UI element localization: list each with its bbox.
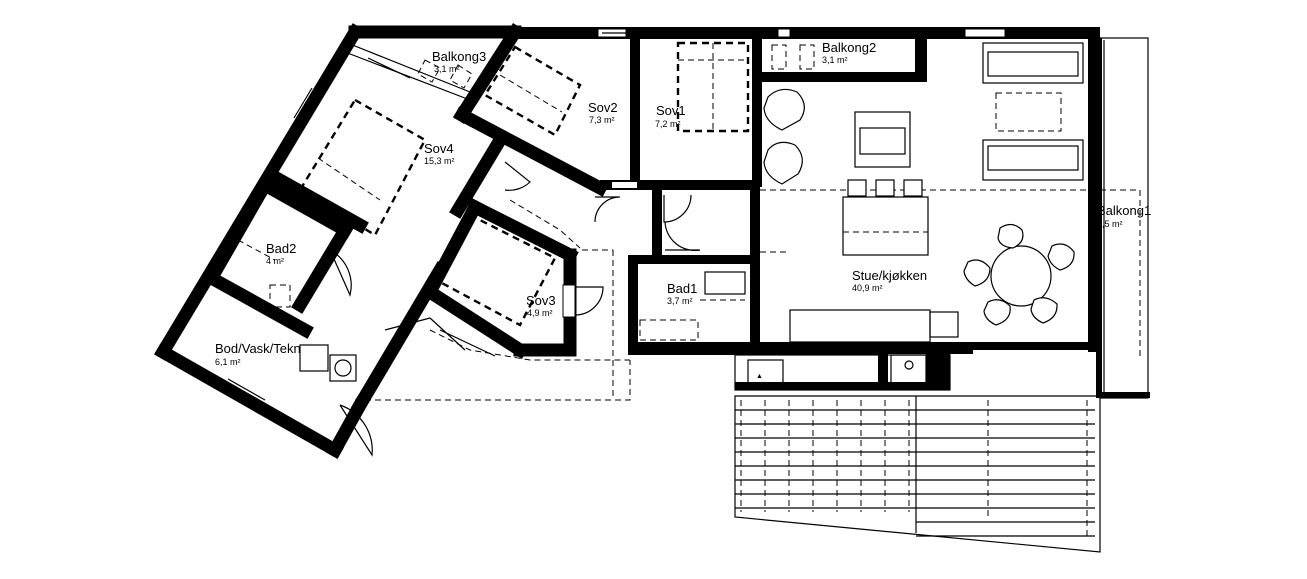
svg-text:▲: ▲ [756, 373, 763, 380]
room-label-bod: Bod/Vask/Tekn 6,1 m² [215, 341, 301, 367]
room-area: 3,1 m² [434, 64, 460, 74]
room-label-sov1: Sov1 7,2 m² [655, 103, 686, 129]
room-area: 3,7 m² [667, 296, 693, 306]
room-label-sov4: Sov4 15,3 m² [424, 141, 455, 166]
balcony-1-frame [1096, 37, 1150, 399]
room-label-bad1: Bad1 3,7 m² [667, 281, 697, 306]
room-label-stue: Stue/kjøkken 40,9 m² [852, 268, 927, 293]
room-label-bad2: Bad2 4 m² [266, 241, 296, 266]
room-label-balkong2: Balkong2 3,1 m² [822, 40, 876, 65]
room-area: 15,3 m² [424, 156, 455, 166]
room-label-sov2: Sov2 7,3 m² [588, 100, 618, 125]
walls: ▲ [515, 27, 1100, 391]
windows [224, 32, 626, 407]
room-name: Balkong3 [432, 49, 486, 64]
furniture [237, 41, 1084, 382]
terrace-deck [734, 395, 1101, 553]
room-name: Sov1 [656, 103, 686, 118]
room-area: 4,9 m² [527, 308, 553, 318]
room-area: 3,1 m² [822, 55, 848, 65]
room-name: Sov4 [424, 141, 454, 156]
room-name: Sov3 [526, 293, 556, 308]
room-label-sov3: Sov3 4,9 m² [526, 293, 556, 318]
room-name: Balkong2 [822, 40, 876, 55]
room-name: Balkong1 [1097, 203, 1151, 218]
room-area: 7,3 m² [589, 115, 615, 125]
room-label-balkong3: Balkong3 3,1 m² [432, 49, 486, 74]
room-area: 4 m² [266, 256, 284, 266]
doors [329, 161, 701, 457]
diagonal-walls [154, 23, 609, 459]
room-area: 6,1 m² [215, 357, 241, 367]
room-area: 7,2 m² [655, 119, 681, 129]
room-label-balkong1: Balkong1 7,5 m² [1097, 203, 1151, 229]
room-name: Stue/kjøkken [852, 268, 927, 283]
room-area: 7,5 m² [1097, 219, 1123, 229]
room-name: Bad1 [667, 281, 697, 296]
room-area: 40,9 m² [852, 283, 883, 293]
room-name: Sov2 [588, 100, 618, 115]
room-name: Bod/Vask/Tekn [215, 341, 301, 356]
room-name: Bad2 [266, 241, 296, 256]
